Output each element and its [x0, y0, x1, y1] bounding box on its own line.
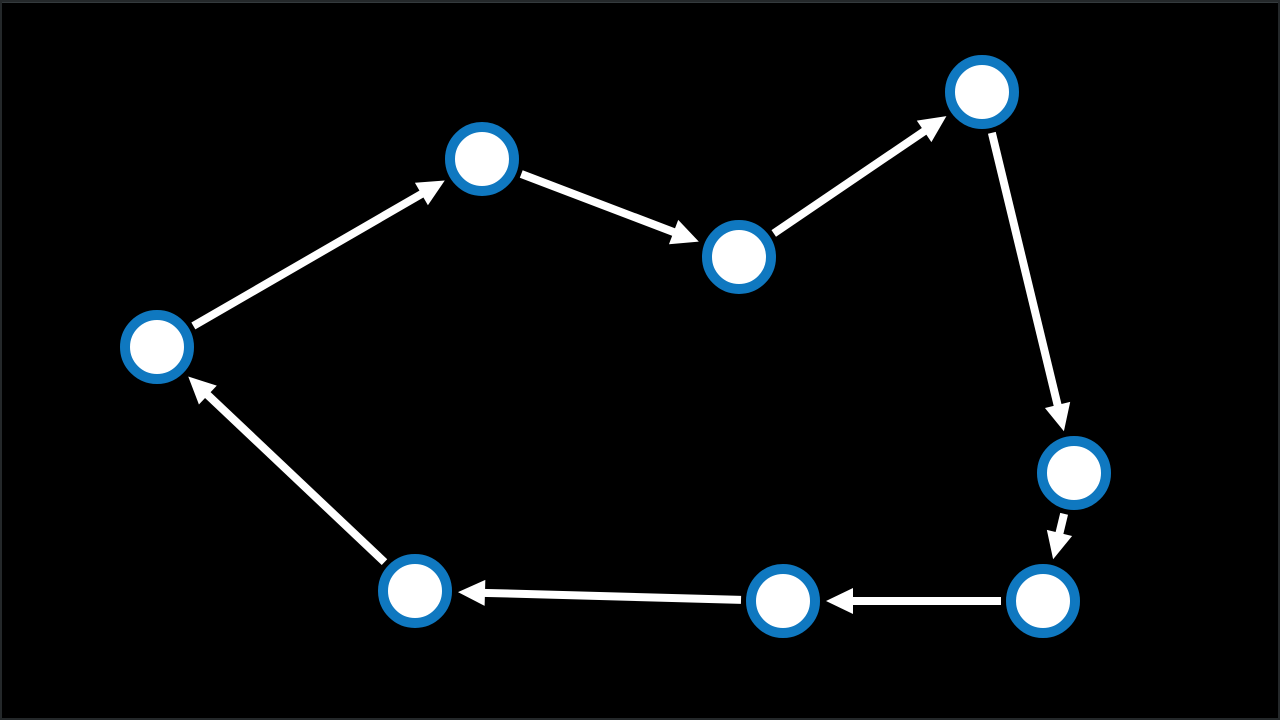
edge-shaft	[202, 390, 388, 566]
graph-node-bottom-left	[378, 554, 452, 628]
graph-edge-node-bottom-right-to-node-bottom-middle	[826, 588, 1001, 614]
nodes-layer	[120, 55, 1111, 638]
arrowhead-icon	[916, 116, 947, 143]
edge-shaft	[987, 131, 1063, 409]
graph-node-top-right	[945, 55, 1019, 129]
graph-edge-node-top-right-to-node-right	[987, 131, 1071, 432]
edge-shaft	[771, 126, 929, 237]
edge-shaft	[519, 170, 678, 237]
arrowhead-icon	[457, 579, 486, 606]
graph-edge-node-bottom-left-to-node-left	[188, 376, 388, 566]
edge-shaft	[191, 189, 427, 330]
graph-edge-node-bottom-middle-to-node-bottom-left	[457, 579, 742, 606]
edge-shaft	[1054, 512, 1069, 537]
edges-layer	[188, 116, 1073, 614]
graph-edge-node-right-to-node-bottom-right	[1046, 512, 1073, 560]
arrowhead-icon	[414, 180, 445, 206]
graph-node-upper-left	[445, 122, 519, 196]
graph-node-upper-middle	[702, 220, 776, 294]
graph-edge-node-upper-middle-to-node-top-right	[771, 116, 947, 237]
graph-node-bottom-right	[1006, 564, 1080, 638]
arrowhead-icon	[668, 219, 699, 245]
edge-shaft	[481, 588, 742, 604]
graph-node-bottom-middle	[746, 564, 820, 638]
arrowhead-icon	[826, 588, 853, 614]
graph-edge-node-upper-left-to-node-upper-middle	[519, 170, 699, 245]
arrowhead-icon	[188, 376, 217, 405]
arrowhead-icon	[1046, 529, 1073, 560]
graph-node-right	[1037, 436, 1111, 510]
graph-node-left	[120, 310, 194, 384]
graph-edge-node-left-to-node-upper-left	[191, 180, 445, 330]
arrowhead-icon	[1044, 401, 1071, 432]
